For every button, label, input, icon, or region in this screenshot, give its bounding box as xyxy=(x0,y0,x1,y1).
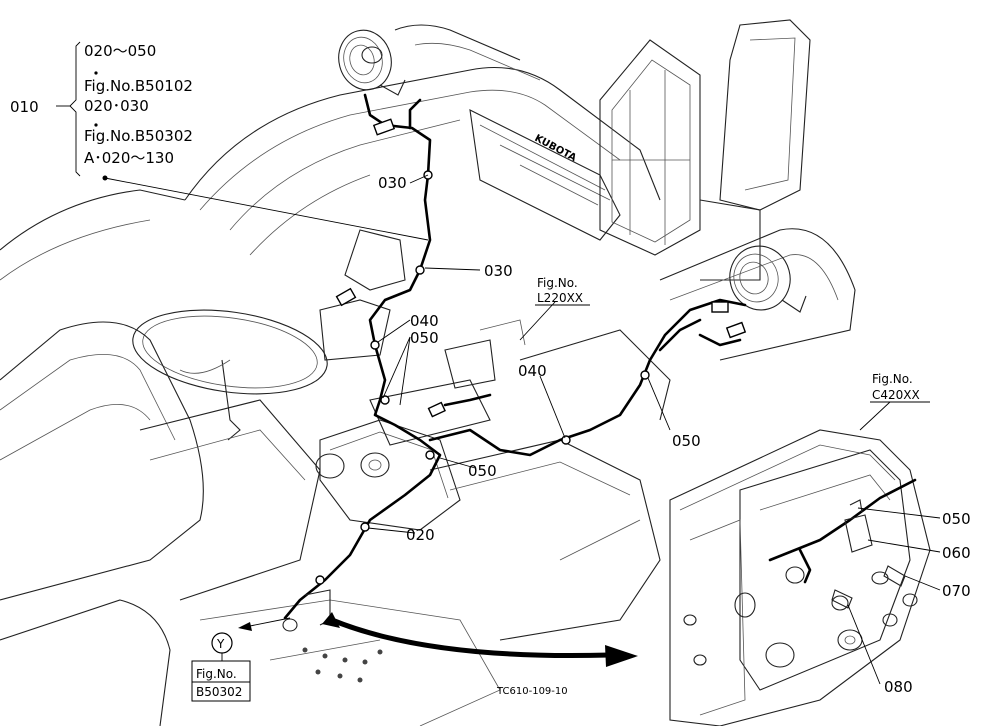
part-label-080: 080 xyxy=(884,678,913,696)
fig-ref-c420xx: Fig.No. C420XX xyxy=(870,372,930,403)
transmission-inset xyxy=(662,429,1000,726)
fig-ref-b50302-line2: B50302 xyxy=(196,685,242,699)
part-label-070: 070 xyxy=(942,582,971,600)
drawing-code: TC610-109-10 xyxy=(496,686,568,697)
fig-ref-l220xx-line2: L220XX xyxy=(537,291,583,305)
part-label-050-inset: 050 xyxy=(942,510,971,528)
part-label-030-upper: 030 xyxy=(378,174,407,192)
part-label-050-left: 050 xyxy=(410,329,439,347)
part-label-020: 020 xyxy=(406,526,435,544)
part-label-030-lower: 030 xyxy=(484,262,513,280)
work-light-left xyxy=(338,29,406,96)
wiring-harness xyxy=(282,93,747,632)
part-label-040-left: 040 xyxy=(410,312,439,330)
callout-main-ref: 010 xyxy=(10,98,39,116)
fig-ref-b50302: Fig.No. B50302 xyxy=(191,660,251,702)
part-label-060: 060 xyxy=(942,544,971,562)
callout-line-1: 020～050 xyxy=(84,42,156,60)
detail-arrow xyxy=(322,612,638,667)
fig-ref-l220xx: Fig.No. L220XX xyxy=(535,276,590,306)
view-y-arrow xyxy=(238,617,291,631)
part-labels: 030 030 040 050 040 050 050 020 050 060 … xyxy=(378,174,971,696)
part-label-050-right: 050 xyxy=(672,432,701,450)
fig-ref-l220xx-line1: Fig.No. xyxy=(537,276,578,290)
callout-line-2: Fig.No.B50102 xyxy=(84,77,193,95)
callout-line-3: 020･030 xyxy=(84,97,149,115)
leader-lines xyxy=(102,174,941,685)
callout-line-4: Fig.No.B50302 xyxy=(84,127,193,145)
view-marker-letter: Y xyxy=(216,637,225,651)
hood-logo-text: KUBOTA xyxy=(533,133,579,164)
fig-ref-b50302-line1: Fig.No. xyxy=(196,667,237,681)
work-light-right xyxy=(729,245,807,313)
callout-block: 010 020～050 Fig.No.B50102 020･030 Fig.No… xyxy=(10,41,193,177)
fig-ref-c420xx-line2: C420XX xyxy=(872,388,920,402)
fig-ref-c420xx-line1: Fig.No. xyxy=(872,372,913,386)
tractor-body-outline xyxy=(0,19,856,726)
view-marker: Y xyxy=(211,632,233,661)
part-label-040-right: 040 xyxy=(518,362,547,380)
part-label-050-center: 050 xyxy=(468,462,497,480)
callout-line-5: A･020～130 xyxy=(84,149,174,167)
